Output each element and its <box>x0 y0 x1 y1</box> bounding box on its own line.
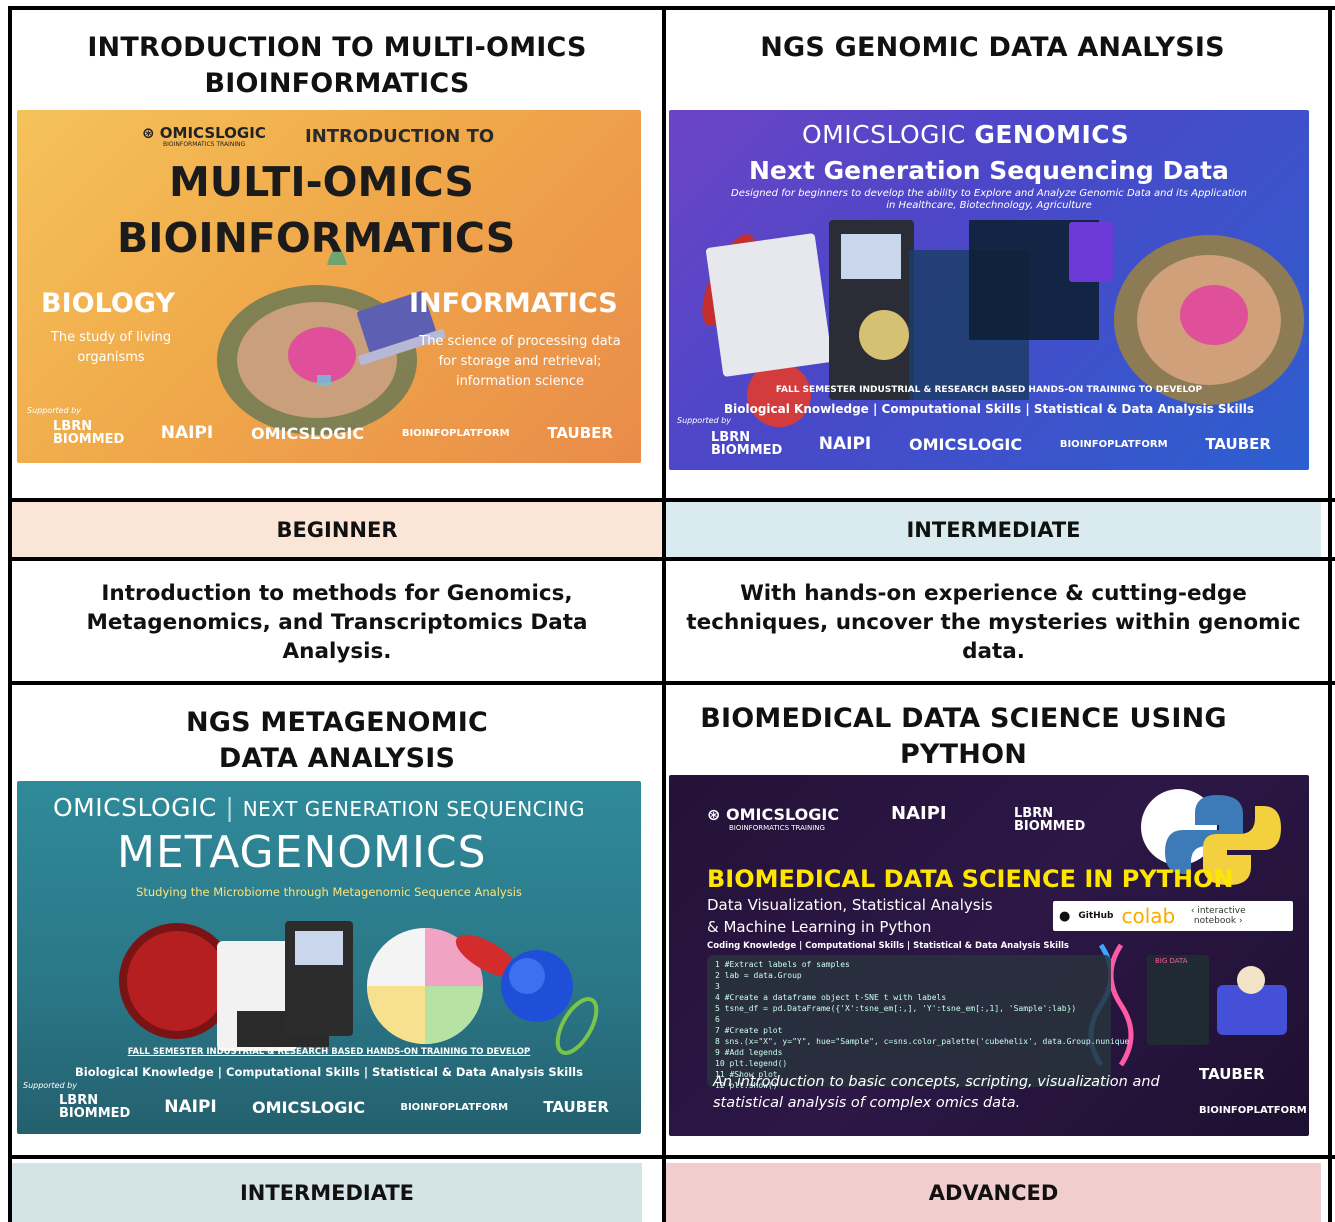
logo-tauber: TAUBER <box>547 424 613 442</box>
banner-caption: An introduction to basic concepts, scrip… <box>713 1074 1160 1111</box>
course-banner-genomic[interactable]: OMICSLOGIC GENOMICS Next Generation Sequ… <box>669 110 1309 470</box>
course-description-multiomics: Introduction to methods for Genomics, Me… <box>86 581 588 664</box>
logo-lbrn: LBRN BIOMMED <box>59 1093 131 1121</box>
notebook-label: ‹ interactive notebook › <box>1190 906 1246 926</box>
logo-tauber: TAUBER <box>1205 435 1271 453</box>
logo-naipi: NAIPI <box>891 803 947 824</box>
grid-line <box>1328 6 1332 1222</box>
code-snippet: 1 #Extract labels of samples 2 lab = dat… <box>707 955 1129 1090</box>
course-title: BIOMEDICAL DATA SCIENCE USING PYTHON <box>700 703 1227 770</box>
course-card-python: BIOMEDICAL DATA SCIENCE USING PYTHON ⊛ O… <box>666 685 1321 1151</box>
banner-subtitle-2: & Machine Learning in Python <box>707 918 932 936</box>
banner-right-word: INFORMATICS <box>409 288 618 319</box>
logo-omicslogic: OMICSLOGIC <box>251 423 365 443</box>
banner-brand: OMICSLOGIC | NEXT GENERATION SEQUENCING <box>53 793 585 822</box>
github-label: GitHub <box>1078 911 1114 921</box>
grid-line <box>8 6 1335 10</box>
banner-subtitle-1: Data Visualization, Statistical Analysis <box>707 896 993 914</box>
logo-naipi: NAIPI <box>164 1097 217 1117</box>
banner-right-caption: The science of processing data for stora… <box>419 334 621 389</box>
course-card-genomic: NGS GENOMIC DATA ANALYSIS OMICSLOGIC GEN… <box>664 10 1321 498</box>
grid-line <box>8 6 12 1222</box>
grid-line <box>8 681 1335 685</box>
banner-brand: ⊛ OMICSLOGIC <box>142 124 266 142</box>
banner-logo-row: LBRN BIOMMED NAIPI OMICSLOGIC BIOINFOPLA… <box>711 428 1271 460</box>
logo-tauber: TAUBER <box>1199 1065 1265 1083</box>
colab-label: colab <box>1121 904 1176 928</box>
logo-lbrn: LBRN BIOMMED <box>1014 806 1086 834</box>
banner-kicker: NEXT GENERATION SEQUENCING <box>242 797 585 821</box>
banner-left-word: BIOLOGY <box>41 288 175 319</box>
logo-naipi: NAIPI <box>160 423 214 443</box>
logo-bioinfoplatform: BIOINFOPLATFORM <box>400 1101 509 1113</box>
banner-brand-sub: BIOINFORMATICS TRAINING <box>163 141 246 148</box>
banner-supported-by: Supported by <box>27 406 81 415</box>
logo-omicslogic: OMICSLOGIC <box>909 434 1023 454</box>
big-data-label: BIG DATA <box>1155 957 1188 965</box>
grid-line <box>8 557 1335 561</box>
banner-tagline: Designed for beginners to develop the ab… <box>731 188 1247 211</box>
banner-headline-1: Next Generation Sequencing Data <box>749 156 1229 185</box>
grid-line <box>8 1155 1335 1159</box>
banner-brand: ⊛ OMICSLOGIC <box>707 805 840 824</box>
banner-headline-2: BIOINFORMATICS <box>117 214 516 262</box>
banner-left-caption: The study of living organisms <box>50 330 172 365</box>
banner-logo-row: LBRN BIOMMED NAIPI OMICSLOGIC BIOINFOPLA… <box>53 416 613 450</box>
colab-badge[interactable]: ● GitHub colab ‹ interactive notebook › <box>1053 901 1293 931</box>
course-banner-metagenomic[interactable]: OMICSLOGIC | NEXT GENERATION SEQUENCING … <box>17 781 641 1134</box>
logo-omicslogic: OMICSLOGIC <box>252 1097 366 1117</box>
level-badge-advanced: ADVANCED <box>666 1163 1321 1222</box>
banner-headline-1: MULTI-OMICS <box>169 158 474 206</box>
logo-naipi: NAIPI <box>818 434 872 454</box>
banner-program: FALL SEMESTER INDUSTRIAL & RESEARCH BASE… <box>775 385 1203 395</box>
banner-supported-by: Supported by <box>23 1081 77 1090</box>
grid-line <box>8 498 1335 502</box>
banner-brand-sub: BIOINFORMATICS TRAINING <box>729 824 825 832</box>
banner-program: FALL SEMESTER INDUSTRIAL & RESEARCH BASE… <box>127 1047 531 1057</box>
banner-skills: Biological Knowledge | Computational Ski… <box>723 402 1254 416</box>
banner-brand: OMICSLOGIC GENOMICS <box>802 120 1130 149</box>
banner-skills: Coding Knowledge | Computational Skills … <box>707 941 1069 951</box>
logo-bioinfoplatform: BIOINFOPLATFORM <box>1059 438 1168 450</box>
course-banner-multiomics[interactable]: ⊛ OMICSLOGIC BIOINFORMATICS TRAINING INT… <box>17 110 641 463</box>
logo-bioinfoplatform: BIOINFOPLATFORM <box>401 427 510 439</box>
grid-line <box>662 6 666 1222</box>
level-badge-intermediate: INTERMEDIATE <box>666 502 1321 557</box>
course-title: NGS METAGENOMIC DATA ANALYSIS <box>185 707 489 774</box>
banner-supported-by: Supported by <box>677 416 731 425</box>
course-description-genomic: With hands-on experience & cutting-edge … <box>686 581 1301 664</box>
course-card-metagenomic: NGS METAGENOMIC DATA ANALYSIS OMICSLOGIC… <box>12 685 662 1151</box>
logo-lbrn: LBRN BIOMMED <box>53 419 125 447</box>
banner-headline-1: BIOMEDICAL DATA SCIENCE IN PYTHON <box>707 865 1234 893</box>
banner-tagline: Studying the Microbiome through Metageno… <box>136 885 522 899</box>
banner-headline-1: METAGENOMICS <box>117 827 487 878</box>
logo-lbrn: LBRN BIOMMED <box>711 430 783 458</box>
banner-logo-row: LBRN BIOMMED NAIPI OMICSLOGIC BIOINFOPLA… <box>59 1091 609 1123</box>
level-badge-beginner: BEGINNER <box>12 502 662 557</box>
banner-kicker: INTRODUCTION TO <box>305 126 495 147</box>
logo-tauber: TAUBER <box>543 1098 609 1116</box>
level-badge-intermediate-2: INTERMEDIATE <box>12 1163 642 1222</box>
github-icon: ● <box>1059 908 1071 924</box>
course-title: NGS GENOMIC DATA ANALYSIS <box>760 32 1225 63</box>
logo-bioinfoplatform: BIOINFOPLATFORM <box>1199 1105 1307 1116</box>
banner-skills: Biological Knowledge | Computational Ski… <box>75 1065 583 1079</box>
course-title: INTRODUCTION TO MULTI-OMICS BIOINFORMATI… <box>87 32 587 99</box>
course-card-multiomics: INTRODUCTION TO MULTI-OMICS BIOINFORMATI… <box>12 10 662 498</box>
banner-kicker: GENOMICS <box>974 120 1130 149</box>
course-banner-python[interactable]: ⊛ OMICSLOGIC BIOINFORMATICS TRAINING NAI… <box>669 775 1309 1136</box>
